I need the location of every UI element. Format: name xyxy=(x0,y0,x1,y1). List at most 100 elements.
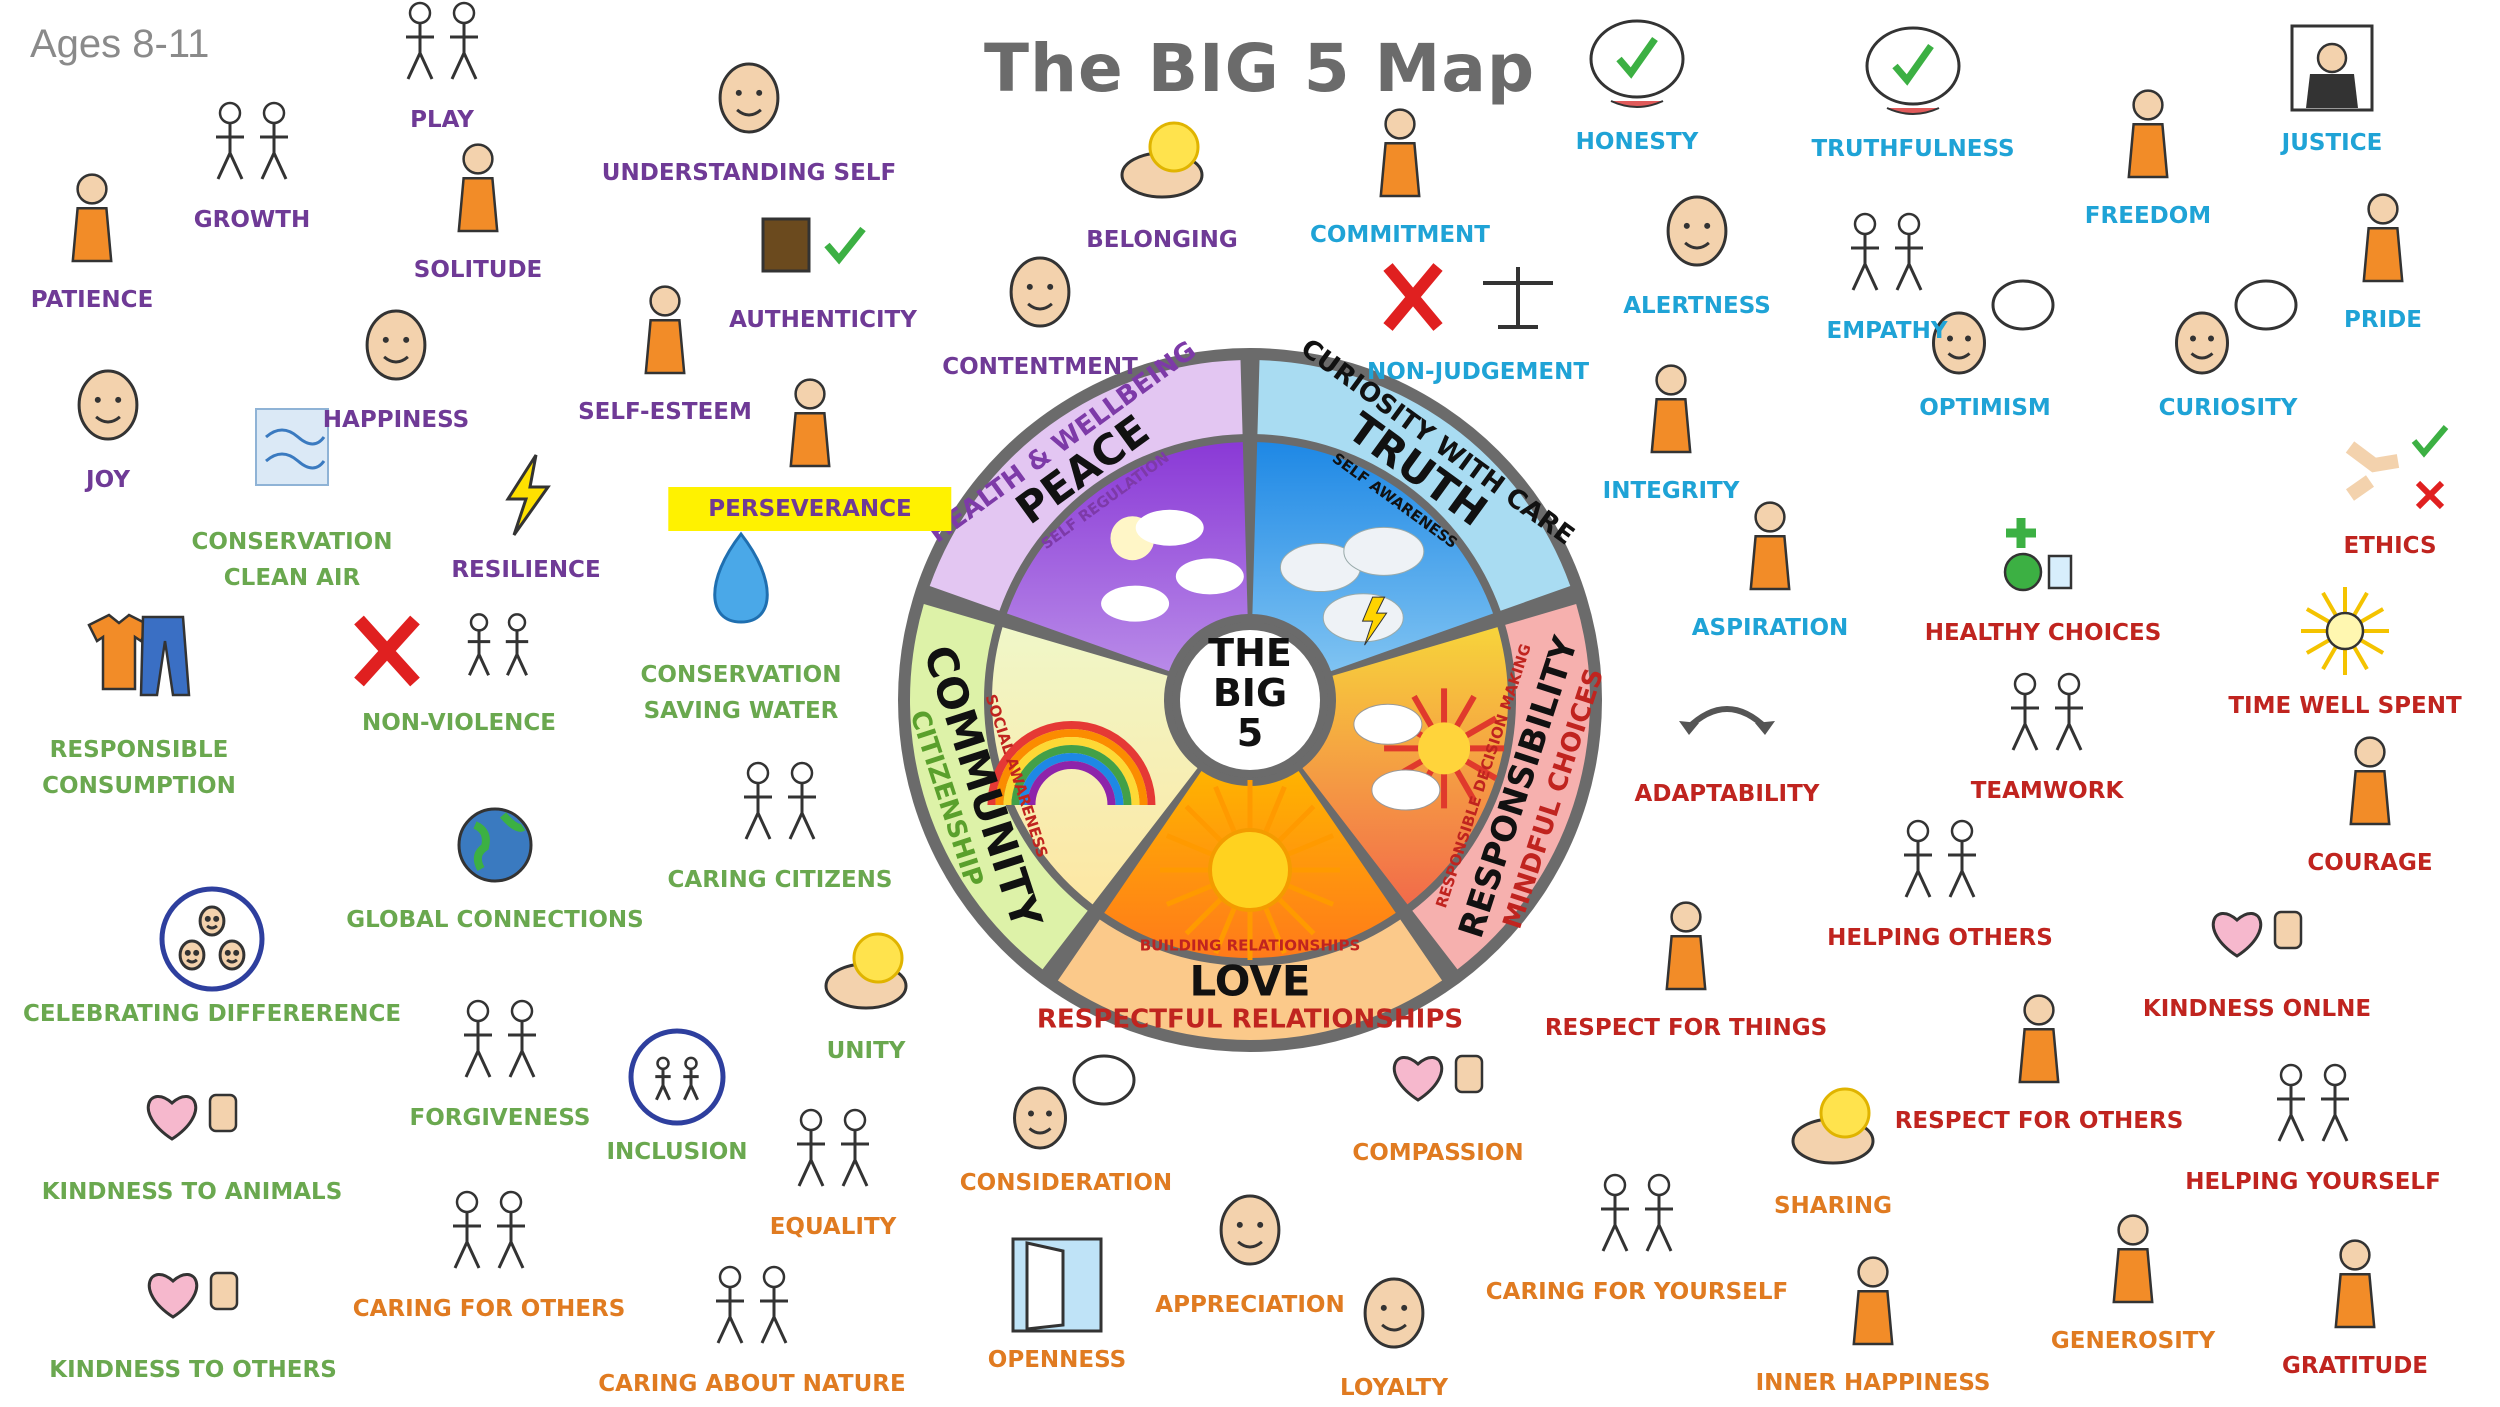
wheel-love-inner-label: BUILDING RELATIONSHIPS xyxy=(1140,937,1361,955)
wheel-center-word: 5 xyxy=(1237,711,1263,755)
value-label-text: CONSERVATION xyxy=(191,529,393,555)
equal-figures-icon xyxy=(797,1108,869,1187)
value-label: GENEROSITY xyxy=(2051,1323,2215,1359)
value-label: ASPIRATION xyxy=(1692,610,1849,646)
value-label-text: OPENNESS xyxy=(987,1347,1127,1373)
cloud-icon xyxy=(1343,526,1425,576)
value-label: NON-JUDGEMENT xyxy=(1367,354,1589,390)
clothes-icon xyxy=(87,613,191,697)
value-label-text: AUTHENTICITY xyxy=(729,307,917,333)
value-label-text: JOY xyxy=(86,467,130,493)
value-label: UNDERSTANDING SELF xyxy=(602,155,896,191)
page-title: The BIG 5 Map xyxy=(984,30,1536,107)
value-label: CURIOSITY xyxy=(2159,390,2298,426)
value-label: LOYALTY xyxy=(1340,1370,1448,1406)
value-label: KINDNESS TO OTHERS xyxy=(49,1352,337,1388)
value-label-text: GROWTH xyxy=(193,207,311,233)
sun-icon xyxy=(1208,828,1292,912)
value-label: HELPING OTHERS xyxy=(1827,920,2053,956)
value-label-text: OPTIMISM xyxy=(1919,395,2051,421)
two-figures-talking-icon xyxy=(1851,212,1923,291)
value-label: INCLUSION xyxy=(606,1134,747,1170)
value-label-text: ALERTNESS xyxy=(1623,293,1771,319)
face-thumbs-up-bubble-icon xyxy=(1932,279,2055,375)
value-label: COMPASSION xyxy=(1352,1135,1523,1171)
value-label-text: CONSERVATION xyxy=(640,662,842,688)
value-label-text: BELONGING xyxy=(1086,227,1238,253)
rainbow-icon xyxy=(1003,737,1140,805)
value-label: ALERTNESS xyxy=(1623,288,1771,324)
age-range-label: Ages 8-11 xyxy=(30,22,210,66)
value-label-text: COMPASSION xyxy=(1352,1140,1524,1166)
rainbow-icon xyxy=(1019,753,1124,806)
value-label: CELEBRATING DIFFERERENCE xyxy=(23,996,401,1032)
value-label: CARING CITIZENS xyxy=(668,862,893,898)
waiting-figure-thumbs-up-icon xyxy=(71,173,113,263)
value-label-subtext: CLEAN AIR xyxy=(223,565,361,591)
value-label-text: EMPATHY xyxy=(1826,318,1948,344)
judge-scales-icon xyxy=(2290,24,2374,112)
wheel-segment-responsibility-picture xyxy=(1302,627,1508,905)
climbing-figure-icon xyxy=(789,378,831,468)
wheel-love-outer-label: RESPECTFUL RELATIONSHIPS xyxy=(1037,1005,1463,1035)
raised-hand-figure-icon xyxy=(1379,108,1421,198)
value-label: SELF-ESTEEM xyxy=(578,394,752,430)
figure-star-icon xyxy=(2362,193,2404,283)
value-label-text: CARING FOR YOURSELF xyxy=(1485,1279,1789,1305)
lightning-icon xyxy=(1361,596,1388,646)
value-label-text: INCLUSION xyxy=(606,1139,748,1165)
wheel-center-word: BIG xyxy=(1213,671,1287,715)
grateful-figure-icon xyxy=(2334,1239,2376,1329)
value-label: RESPECT FOR OTHERS xyxy=(1895,1103,2184,1139)
value-label: HELPING YOURSELF xyxy=(2185,1164,2441,1200)
value-label-text: CONSIDERATION xyxy=(959,1170,1173,1196)
value-label: ETHICS xyxy=(2343,528,2436,564)
value-label: BELONGING xyxy=(1086,222,1237,258)
value-label-text: EQUALITY xyxy=(769,1214,897,1240)
figure-phone-icon xyxy=(1665,901,1707,991)
value-label: GRATITUDE xyxy=(2282,1348,2428,1384)
inner-glow-figure-icon xyxy=(1852,1256,1894,1346)
value-label-text: GRATITUDE xyxy=(2281,1353,2429,1379)
value-label-text: CARING ABOUT NATURE xyxy=(598,1371,906,1397)
value-label: TEAMWORK xyxy=(1971,773,2124,809)
value-label-text: NON-VIOLENCE xyxy=(361,710,557,736)
cloud-icon xyxy=(1175,558,1244,595)
value-label: JUSTICE xyxy=(2282,125,2383,161)
value-label: PERSEVERANCE xyxy=(668,487,952,531)
sun-icon xyxy=(1418,722,1471,775)
value-label-text: SELF-ESTEEM xyxy=(578,399,752,425)
calm-face-icon xyxy=(1009,256,1071,328)
value-label: INTEGRITY xyxy=(1603,473,1740,509)
value-label: EQUALITY xyxy=(770,1209,897,1245)
value-label-text: NON-JUDGEMENT xyxy=(1366,359,1590,385)
rainbow-icon xyxy=(1027,760,1116,806)
value-label-text: TIME WELL SPENT xyxy=(2228,693,2462,719)
two-children-playing-ball-icon xyxy=(406,1,478,80)
helping-figure-icon xyxy=(1904,819,1976,898)
value-label: KINDNESS ONLNE xyxy=(2143,991,2371,1027)
happy-face-icon xyxy=(365,309,427,381)
figure-speech-check-icon xyxy=(1650,364,1692,454)
value-label: RESPECT FOR THINGS xyxy=(1545,1010,1827,1046)
value-label-text: GENEROSITY xyxy=(2050,1328,2216,1354)
value-label-text: COMMITMENT xyxy=(1310,222,1490,248)
value-label-text: TEAMWORK xyxy=(1970,778,2124,804)
value-label-text: UNITY xyxy=(826,1038,906,1064)
value-label-text: HAPPINESS xyxy=(322,407,470,433)
value-label: GROWTH xyxy=(194,202,310,238)
value-label-text: PRIDE xyxy=(2344,307,2422,333)
joy-face-icon xyxy=(77,369,139,441)
value-label: TIME WELL SPENT xyxy=(2228,688,2461,724)
figure-respect-icon xyxy=(2018,994,2060,1084)
loyal-group-icon xyxy=(1363,1277,1425,1349)
value-label-text: CURIOSITY xyxy=(2158,395,2298,421)
thinking-face-bubble-icon xyxy=(1013,1054,1136,1150)
value-label: HEALTHY CHOICES xyxy=(1925,615,2162,651)
cloud-icon xyxy=(1135,509,1204,546)
value-label: PLAY xyxy=(410,102,474,138)
rainbow-icon xyxy=(987,720,1156,805)
wheel-center xyxy=(1180,630,1320,770)
